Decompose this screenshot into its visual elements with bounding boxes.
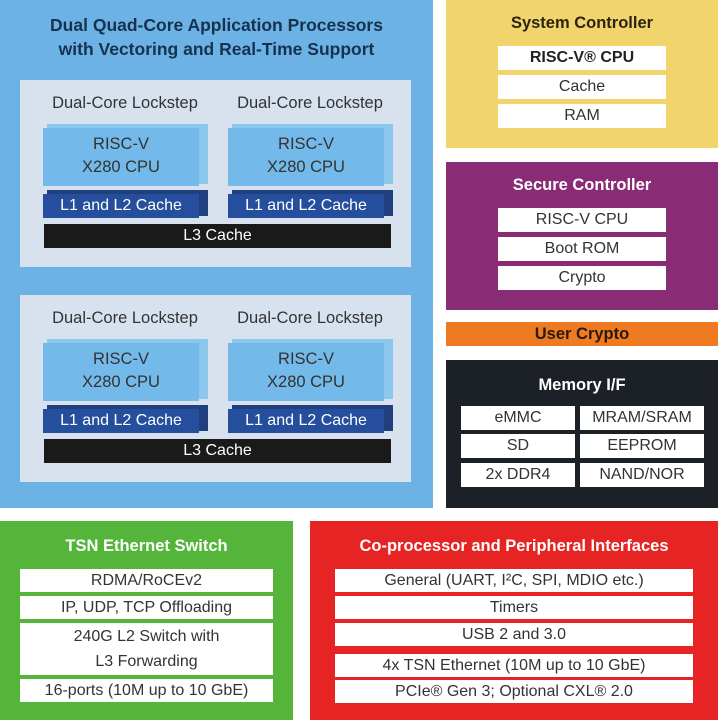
memory-emmc: eMMC (461, 406, 575, 430)
l3-cache: L3 Cache (44, 439, 391, 463)
cpu-model: X280 CPU (267, 373, 345, 391)
system-ram: RAM (498, 104, 666, 128)
cpu-arch: RISC-V (93, 135, 149, 153)
lockstep-label: Dual-Core Lockstep (237, 94, 383, 112)
cpu-block: RISC-V X280 CPU (228, 343, 384, 401)
tsn-l2-switch-line2: L3 Forwarding (95, 653, 198, 670)
coprocessor-peripherals-block: Co-processor and Peripheral Interfaces G… (310, 521, 718, 720)
cpu-model: X280 CPU (82, 158, 160, 176)
system-cache: Cache (498, 75, 666, 99)
coproc-timers: Timers (335, 596, 693, 619)
coproc-pcie: PCIe® Gen 3; Optional CXL® 2.0 (335, 680, 693, 703)
cpu-arch: RISC-V (278, 135, 334, 153)
quad-core-cluster-1: Dual-Core Lockstep RISC-V X280 CPU L1 an… (20, 80, 411, 267)
tsn-offloading: IP, UDP, TCP Offloading (20, 596, 273, 619)
secure-cpu: RISC-V CPU (498, 208, 666, 232)
memory-interface-block: Memory I/F eMMC SD 2x DDR4 MRAM/SRAM EEP… (446, 360, 718, 508)
tsn-ethernet-switch-block: TSN Ethernet Switch RDMA/RoCEv2 IP, UDP,… (0, 521, 293, 720)
cpu-arch: RISC-V (278, 350, 334, 368)
memory-ddr4: 2x DDR4 (461, 463, 575, 487)
application-processors-title: Dual Quad-Core Application Processors wi… (0, 13, 433, 61)
secure-crypto: Crypto (498, 266, 666, 290)
system-cpu: RISC-V® CPU (498, 46, 666, 70)
l1-l2-cache: L1 and L2 Cache (228, 409, 384, 433)
cpu-model: X280 CPU (82, 373, 160, 391)
cpu-block: RISC-V X280 CPU (228, 128, 384, 186)
lockstep-label: Dual-Core Lockstep (52, 309, 198, 327)
user-crypto-title: User Crypto (534, 325, 630, 343)
memory-eeprom: EEPROM (580, 434, 704, 458)
tsn-rdma: RDMA/RoCEv2 (20, 569, 273, 592)
cpu-arch: RISC-V (93, 350, 149, 368)
cpu-block: RISC-V X280 CPU (43, 128, 199, 186)
tsn-l2-switch: 240G L2 Switch with L3 Forwarding (20, 623, 273, 675)
l3-cache: L3 Cache (44, 224, 391, 248)
application-processors-block: Dual Quad-Core Application Processors wi… (0, 0, 433, 508)
memory-mram-sram: MRAM/SRAM (580, 406, 704, 430)
system-controller-block: System Controller RISC-V® CPU Cache RAM (446, 0, 718, 148)
memory-sd: SD (461, 434, 575, 458)
secure-boot-rom: Boot ROM (498, 237, 666, 261)
coproc-usb: USB 2 and 3.0 (335, 623, 693, 646)
tsn-ports: 16-ports (10M up to 10 GbE) (20, 679, 273, 702)
tsn-title: TSN Ethernet Switch (65, 537, 228, 555)
l1-l2-cache: L1 and L2 Cache (43, 194, 199, 218)
memory-nand-nor: NAND/NOR (580, 463, 704, 487)
title-line-1: Dual Quad-Core Application Processors (50, 15, 383, 35)
cpu-model: X280 CPU (267, 158, 345, 176)
secure-controller-title: Secure Controller (512, 176, 652, 194)
coprocessor-title: Co-processor and Peripheral Interfaces (359, 537, 669, 555)
l1-l2-cache: L1 and L2 Cache (228, 194, 384, 218)
tsn-l2-switch-line1: 240G L2 Switch with (73, 628, 220, 645)
title-line-2: with Vectoring and Real-Time Support (58, 39, 375, 59)
quad-core-cluster-2: Dual-Core Lockstep RISC-V X280 CPU L1 an… (20, 295, 411, 482)
memory-interface-title: Memory I/F (538, 376, 626, 394)
l1-l2-cache: L1 and L2 Cache (43, 409, 199, 433)
lockstep-label: Dual-Core Lockstep (237, 309, 383, 327)
cpu-block: RISC-V X280 CPU (43, 343, 199, 401)
lockstep-label: Dual-Core Lockstep (52, 94, 198, 112)
coproc-tsn-ethernet: 4x TSN Ethernet (10M up to 10 GbE) (335, 654, 693, 677)
system-controller-title: System Controller (510, 14, 654, 32)
coproc-general: General (UART, I²C, SPI, MDIO etc.) (335, 569, 693, 592)
user-crypto-block: User Crypto (446, 322, 718, 346)
secure-controller-block: Secure Controller RISC-V CPU Boot ROM Cr… (446, 162, 718, 310)
